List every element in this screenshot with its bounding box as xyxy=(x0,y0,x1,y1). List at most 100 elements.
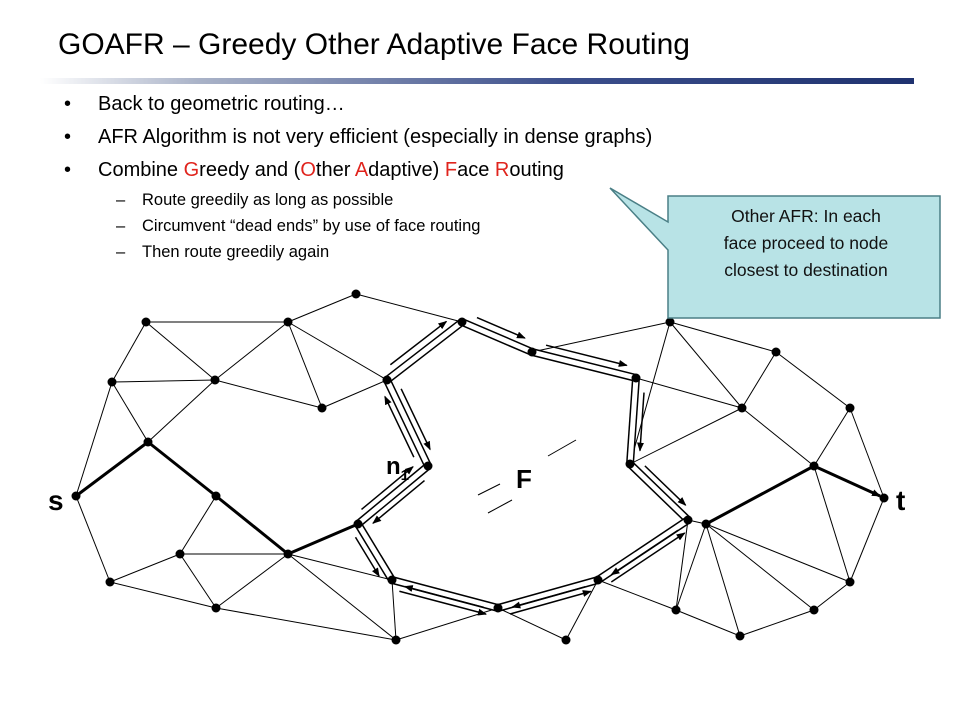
text-run: Combine xyxy=(98,159,184,181)
title-underline xyxy=(40,78,914,84)
graph-edge xyxy=(214,321,289,381)
graph-edges xyxy=(75,293,885,641)
sub-bullet-text: Circumvent “dead ends” by use of face ro… xyxy=(142,217,481,235)
face-boundary-edge xyxy=(596,517,690,583)
slide-title: GOAFR – Greedy Other Adaptive Face Routi… xyxy=(58,28,690,61)
graph-node xyxy=(457,317,467,327)
graph-edge xyxy=(565,579,599,641)
graph-edge xyxy=(741,351,777,409)
graph-node xyxy=(351,289,361,299)
graph-edge xyxy=(287,553,397,641)
highlight-letter: G xyxy=(183,159,200,181)
face-boundary-edge xyxy=(531,349,637,381)
graph-node xyxy=(382,375,392,385)
graph-edge xyxy=(739,609,815,637)
graph-node xyxy=(317,403,327,413)
graph-node xyxy=(211,603,221,613)
highlight-letter: F xyxy=(444,159,458,181)
graph-node xyxy=(625,459,635,469)
face-interior-dashes xyxy=(477,439,577,514)
graph-node xyxy=(593,575,603,585)
bullet-marker: • xyxy=(64,93,72,115)
face-route-arrow xyxy=(400,388,431,451)
face-boundary-edge xyxy=(384,378,431,468)
highlight-letter: R xyxy=(494,159,510,181)
face-boundary-edge xyxy=(461,319,533,355)
sub-bullet-marker: – xyxy=(116,191,126,209)
text-run: ther xyxy=(315,159,355,181)
graph-edge xyxy=(635,377,743,409)
graph-node xyxy=(683,515,693,525)
face-route-arrow xyxy=(476,316,526,339)
graph-node xyxy=(845,577,855,587)
graph-edge xyxy=(813,581,851,611)
greedy-route-segment xyxy=(287,522,359,556)
face-route-arrow xyxy=(610,532,686,583)
face-route-arrows xyxy=(354,316,687,616)
text-run: daptive) xyxy=(368,159,445,181)
text-run: outing xyxy=(509,159,564,181)
face-boundary-edge xyxy=(628,462,690,522)
graph-node xyxy=(283,317,293,327)
node-n1-subscript: 1 xyxy=(401,467,409,484)
graph-node xyxy=(665,317,675,327)
graph-edge xyxy=(145,321,216,381)
graph-edge xyxy=(675,519,689,611)
greedy-route-segment xyxy=(215,494,289,556)
graph-edge xyxy=(321,379,388,409)
graph-edge xyxy=(705,523,851,583)
face-route-arrow xyxy=(403,585,484,609)
face-boundary-edge xyxy=(356,464,430,526)
graph-edge xyxy=(111,381,149,443)
sub-bullet-marker: – xyxy=(116,243,126,261)
graph-node xyxy=(105,577,115,587)
face-boundary-edge xyxy=(627,377,639,465)
graph-edge xyxy=(215,607,397,641)
face-boundary-edge xyxy=(355,522,395,582)
node-n1-label: n1 xyxy=(386,453,409,484)
graph-node xyxy=(175,549,185,559)
graph-node xyxy=(631,373,641,383)
graph-edge xyxy=(669,321,777,353)
graph-edge xyxy=(179,553,217,609)
graph-node xyxy=(391,635,401,645)
graph-edge xyxy=(179,495,217,555)
graph-node xyxy=(879,493,889,503)
greedy-route-path xyxy=(75,440,881,556)
graph-node xyxy=(671,605,681,615)
graph-edge xyxy=(214,379,323,409)
target-label: t xyxy=(896,485,905,516)
callout-bubble xyxy=(609,187,941,319)
graph-nodes xyxy=(71,289,889,645)
sub-bullet-marker: – xyxy=(116,217,126,235)
graph-node xyxy=(210,375,220,385)
graph-edge xyxy=(287,321,388,381)
sub-bullet-text: Then route greedily again xyxy=(142,243,330,261)
greedy-route-segment xyxy=(147,440,217,498)
bullet-text: Combine Greedy and (Other Adaptive) Face… xyxy=(98,154,564,187)
graph-node xyxy=(107,377,117,387)
dash-mark xyxy=(487,499,513,514)
callout-text: Other AFR: In each face proceed to node … xyxy=(670,203,942,284)
text-run: ace xyxy=(457,159,495,181)
graph-node xyxy=(353,519,363,529)
graph-node xyxy=(71,491,81,501)
graph-node xyxy=(771,347,781,357)
graph-edge xyxy=(629,407,743,465)
source-label: s xyxy=(48,485,64,516)
graph-node xyxy=(809,605,819,615)
graph-edge xyxy=(75,381,113,497)
graph-node xyxy=(493,603,503,613)
highlight-letter: A xyxy=(354,159,369,181)
dash-mark xyxy=(547,439,577,457)
graph-edge xyxy=(287,293,357,323)
graph-edge xyxy=(629,321,671,465)
graph-node xyxy=(561,635,571,645)
graph-edge xyxy=(75,495,111,583)
face-route-arrow xyxy=(509,590,592,615)
graph-edge xyxy=(675,609,741,637)
face-route-arrow xyxy=(399,590,487,616)
face-route-arrow xyxy=(545,344,628,367)
graph-node xyxy=(211,491,221,501)
